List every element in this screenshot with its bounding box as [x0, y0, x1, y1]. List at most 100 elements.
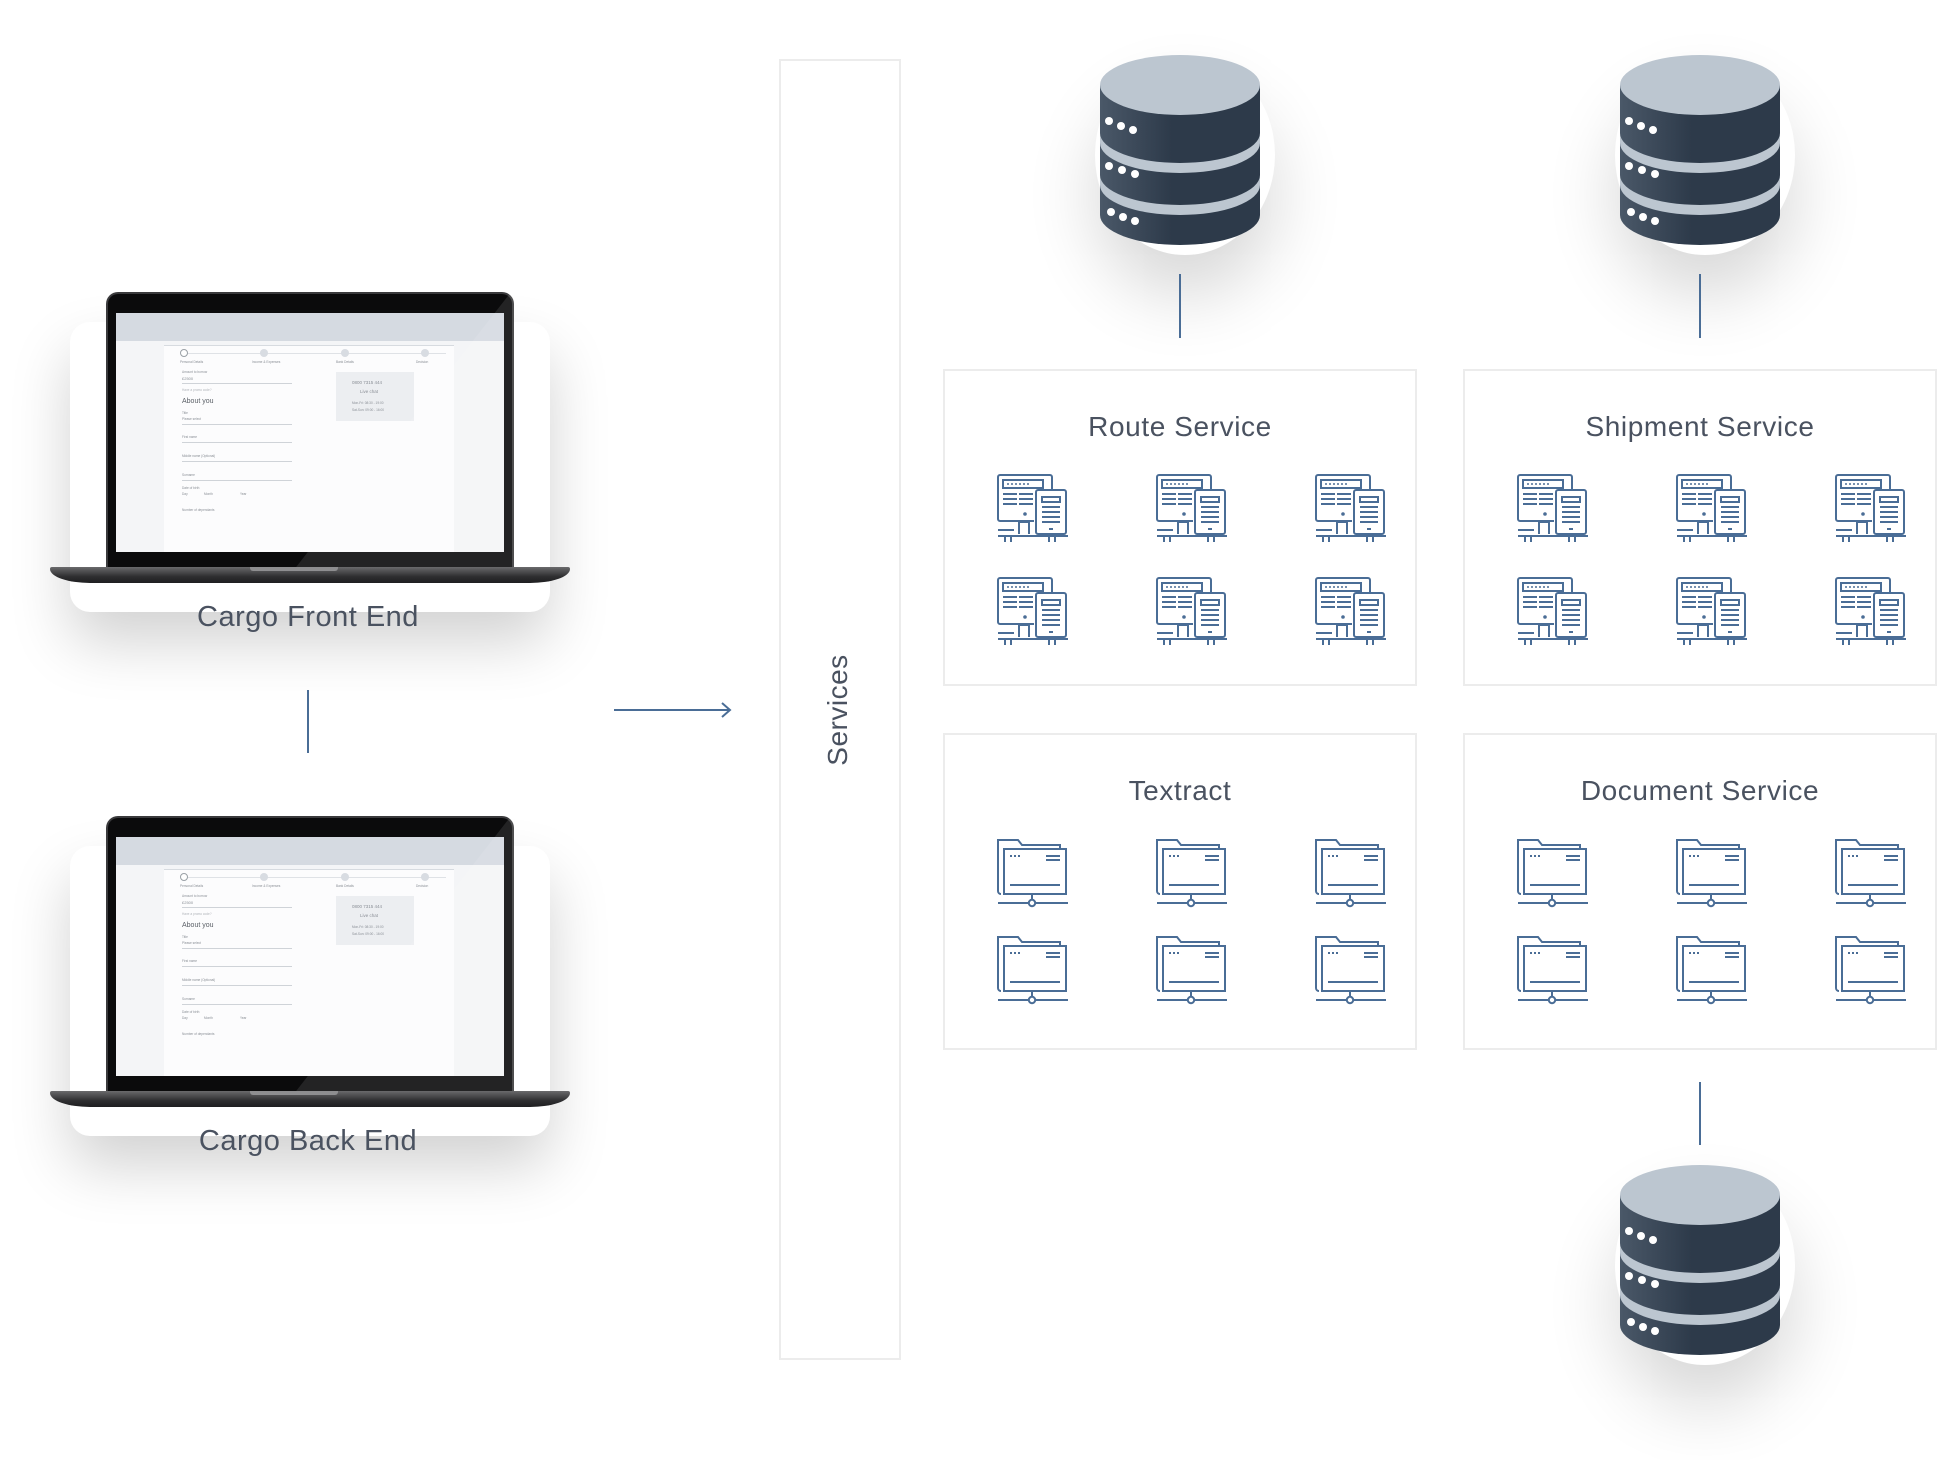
form-card: Personal Details Income & Expenses Bank …	[164, 345, 454, 552]
step-label: Income & Expenses	[252, 360, 281, 364]
hours-weekday: Mon-Fri: 08:30 - 19:00	[352, 925, 384, 929]
amount-label: Amount to borrow	[182, 894, 208, 898]
folder-network-icon	[1835, 935, 1907, 1005]
db-connector	[1179, 274, 1181, 338]
service-box-document[interactable]: Document Service	[1463, 733, 1937, 1050]
middle-name-field[interactable]: Middle name (Optional)	[182, 977, 292, 986]
folder-network-icon	[1156, 935, 1228, 1005]
client-label: Cargo Back End	[198, 1125, 418, 1157]
desktop-tablet-icon	[997, 474, 1069, 544]
amount-select[interactable]: £2500	[182, 899, 292, 908]
service-box-shipment[interactable]: Shipment Service	[1463, 369, 1937, 686]
surname-field[interactable]: Surname	[182, 472, 292, 481]
service-box-textract[interactable]: Textract	[943, 733, 1417, 1050]
folder-network-icon	[1517, 935, 1589, 1005]
amount-label: Amount to borrow	[182, 370, 208, 374]
dependants-label: Number of dependants	[182, 508, 215, 512]
desktop-tablet-icon	[1676, 577, 1748, 647]
desktop-tablet-icon	[1156, 474, 1228, 544]
title-select[interactable]: Please select	[182, 416, 292, 425]
step-label: Decision	[416, 884, 429, 888]
step-3[interactable]	[341, 873, 349, 881]
dob-label: Date of birth	[182, 486, 200, 490]
contact-box: 0800 7315 444 Live chat Mon-Fri: 08:30 -…	[336, 372, 414, 421]
surname-placeholder: Surname	[182, 997, 195, 1001]
service-box-route[interactable]: Route Service	[943, 369, 1417, 686]
step-label: Income & Expenses	[252, 884, 281, 888]
section-title: About you	[182, 922, 214, 929]
folder-network-icon	[997, 838, 1069, 908]
middle-name-field[interactable]: Middle name (Optional)	[182, 453, 292, 462]
laptop-base	[50, 1091, 570, 1107]
database-icon	[1620, 1165, 1780, 1355]
client-label: Cargo Front End	[197, 601, 419, 633]
middle-name-placeholder: Middle name (Optional)	[182, 978, 216, 982]
promo-link[interactable]: Have a promo code?	[182, 388, 212, 392]
step-label: Personal Details	[180, 884, 204, 888]
hours-weekday: Mon-Fri: 08:30 - 19:00	[352, 401, 384, 405]
folder-network-icon	[1315, 838, 1387, 908]
first-name-field[interactable]: First name	[182, 434, 292, 443]
amount-select[interactable]: £2500	[182, 375, 292, 384]
folder-network-icon	[1835, 838, 1907, 908]
desktop-tablet-icon	[1835, 577, 1907, 647]
service-title: Shipment Service	[1585, 411, 1815, 442]
contact-box: 0800 7315 444 Live chat Mon-Fri: 08:30 -…	[336, 896, 414, 945]
laptop-screen: Personal Details Income & Expenses Bank …	[116, 313, 504, 552]
step-2[interactable]	[260, 349, 268, 357]
dob-day[interactable]: Day	[182, 492, 188, 496]
laptop-notch	[250, 1091, 338, 1095]
phone-number[interactable]: 0800 7315 444	[352, 380, 383, 385]
first-name-field[interactable]: First name	[182, 958, 292, 967]
amount-value: £2500	[182, 900, 194, 905]
db-connector	[1699, 274, 1701, 338]
services-bar	[779, 59, 901, 1360]
desktop-tablet-icon	[1315, 577, 1387, 647]
db-connector	[1699, 1082, 1701, 1145]
desktop-tablet-icon	[1835, 474, 1907, 544]
dob-month[interactable]: Month	[204, 492, 213, 496]
laptop-notch	[250, 567, 338, 571]
laptop-screen: Personal Details Income & Expenses Bank …	[116, 837, 504, 1076]
stepper-line	[184, 877, 446, 878]
folder-network-icon	[997, 935, 1069, 1005]
dob-year[interactable]: Year	[240, 492, 247, 496]
hours-weekend: Sat-Sun: 09:00 - 16:00	[352, 932, 385, 936]
dob-day[interactable]: Day	[182, 1016, 188, 1020]
step-4[interactable]	[421, 349, 429, 357]
service-title: Route Service	[1088, 411, 1272, 442]
title-label: Title	[182, 411, 188, 415]
step-label: Bank Details	[336, 360, 354, 364]
phone-number[interactable]: 0800 7315 444	[352, 904, 383, 909]
desktop-tablet-icon	[1676, 474, 1748, 544]
step-1[interactable]	[180, 873, 188, 881]
live-chat-link[interactable]: Live chat	[360, 913, 379, 918]
title-placeholder: Please select	[182, 941, 201, 945]
title-select[interactable]: Please select	[182, 940, 292, 949]
title-placeholder: Please select	[182, 417, 201, 421]
step-label: Bank Details	[336, 884, 354, 888]
folder-network-icon	[1156, 838, 1228, 908]
laptop-cargo-back-end: Personal Details Income & Expenses Bank …	[50, 816, 570, 1116]
dob-year[interactable]: Year	[240, 1016, 247, 1020]
step-4[interactable]	[421, 873, 429, 881]
step-3[interactable]	[341, 349, 349, 357]
first-name-placeholder: First name	[182, 959, 198, 963]
live-chat-link[interactable]: Live chat	[360, 389, 379, 394]
dob-month[interactable]: Month	[204, 1016, 213, 1020]
surname-field[interactable]: Surname	[182, 996, 292, 1005]
folder-network-icon	[1676, 935, 1748, 1005]
client-connector	[307, 690, 309, 753]
folder-network-icon	[1315, 935, 1387, 1005]
promo-link[interactable]: Have a promo code?	[182, 912, 212, 916]
stepper-line	[184, 353, 446, 354]
laptop-cargo-front-end: Personal Details Income & Expenses Bank …	[50, 292, 570, 592]
dob-label: Date of birth	[182, 1010, 200, 1014]
step-1[interactable]	[180, 349, 188, 357]
database-icon	[1620, 55, 1780, 245]
step-2[interactable]	[260, 873, 268, 881]
desktop-tablet-icon	[1517, 474, 1589, 544]
arrow-right-icon	[614, 702, 732, 718]
step-label: Personal Details	[180, 360, 204, 364]
folder-network-icon	[1517, 838, 1589, 908]
